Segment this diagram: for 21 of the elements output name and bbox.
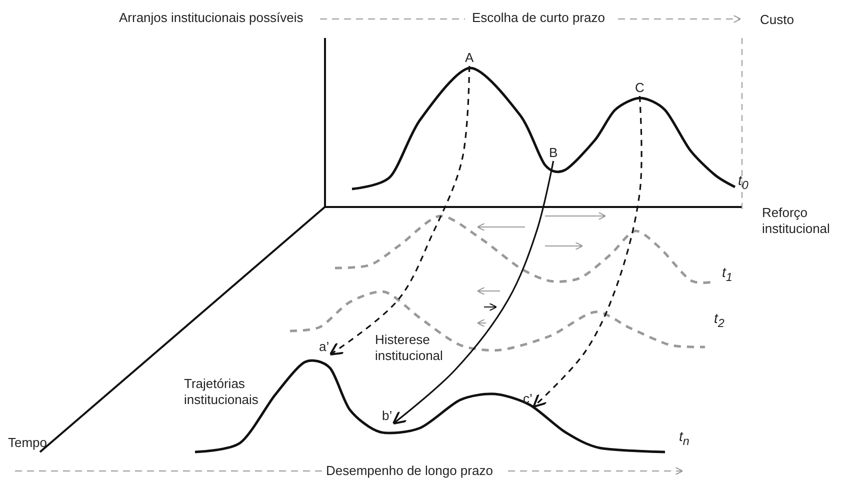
point-label: c’ [522, 391, 534, 407]
axis-label: Custo [760, 12, 794, 28]
point-label: a’ [318, 339, 330, 355]
point-label: A [464, 50, 475, 66]
annotation-text: Trajetórias institucionais [184, 376, 260, 408]
curve-label: t$_{1}$ [722, 264, 732, 286]
arrow [532, 96, 642, 408]
point-label: C [634, 80, 646, 96]
axis-label: Tempo [8, 435, 48, 451]
curve-label: t$_{n}$ [679, 428, 690, 450]
curve-label: t$_{2}$ [714, 310, 724, 332]
curve-label: t$_{0}$ [738, 172, 748, 194]
axis-label: Desempenho de longo prazo [326, 463, 493, 479]
point-label: B [548, 145, 559, 161]
arrow [392, 160, 554, 425]
arrow [329, 66, 470, 356]
point-label: b’ [381, 408, 394, 424]
axis-label: Arranjos institucionais possíveis [119, 10, 304, 26]
axis-label: Escolha de curto prazo [472, 10, 605, 26]
axis-label: Reforço institucional [762, 205, 831, 237]
annotation-text: Histerese institucional [375, 332, 444, 364]
